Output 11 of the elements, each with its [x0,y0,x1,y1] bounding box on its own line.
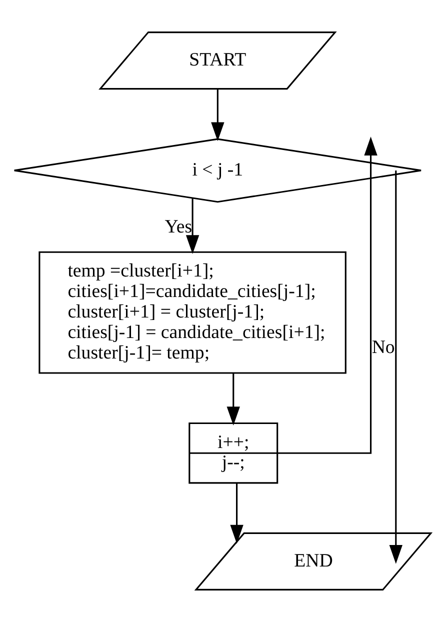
node-box: i++; j--; [188,422,278,484]
edge-label: No [372,336,395,358]
arrow [186,198,200,254]
node-diamond: i < j -1 [14,138,422,202]
edge-label: Yes [164,216,192,237]
arrow [226,372,240,425]
arrow [230,482,244,544]
arrow [189,136,378,454]
arrow [211,88,224,141]
arrow [389,170,402,564]
node-box: temp =cluster[i+1]; cities[i+1]=candidate_cities[j-1]; cluster[i+1] = cluster[j-1]; cities[j-1] = candidate_cities[i+1]; cluster[j-1]= temp; [38,250,346,374]
